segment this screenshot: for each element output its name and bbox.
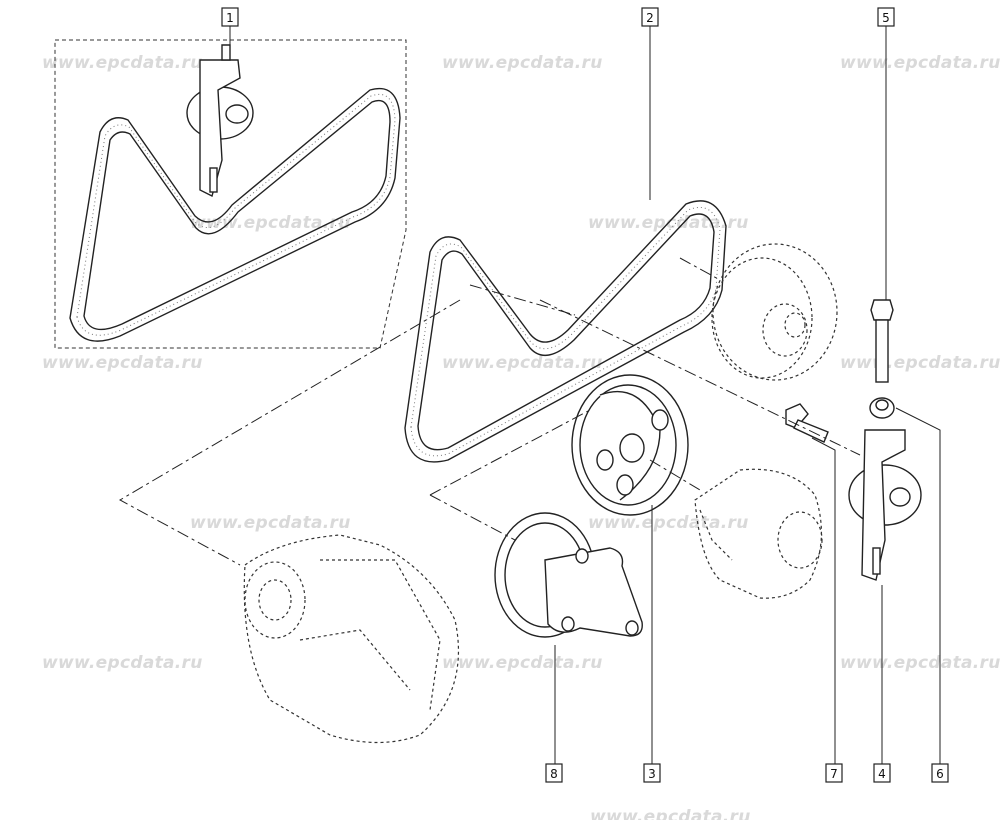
callout-7-label: 7 — [830, 767, 838, 781]
callout-4: 4 — [873, 763, 891, 783]
watermark: www.epcdata.ru — [442, 653, 603, 673]
callout-1: 1 — [221, 7, 239, 27]
inset-tensioner — [186, 44, 254, 198]
tensioner-assembly — [848, 429, 922, 581]
ghost-idler-pulley — [711, 243, 838, 381]
watermark: www.epcdata.ru — [442, 53, 603, 73]
callout-8: 8 — [545, 763, 563, 783]
callout-3-label: 3 — [648, 767, 656, 781]
water-pump-pulley — [494, 512, 643, 638]
bolt-7 — [785, 403, 829, 443]
leader-lines — [229, 26, 941, 765]
callout-2: 2 — [641, 7, 659, 27]
steering-pump-body — [694, 468, 823, 599]
inset-belt — [69, 87, 401, 342]
callout-6-label: 6 — [936, 767, 944, 781]
callout-4-label: 4 — [878, 767, 886, 781]
callout-3: 3 — [643, 763, 661, 783]
nut-6 — [869, 397, 895, 419]
watermark: www.epcdata.ru — [840, 353, 1000, 373]
main-belt — [404, 200, 727, 463]
callout-5-label: 5 — [882, 11, 890, 25]
bolt-5 — [870, 299, 894, 383]
watermark: www.epcdata.ru — [840, 53, 1000, 73]
watermark: www.epcdata.ru — [190, 213, 351, 233]
watermark: www.epcdata.ru — [442, 353, 603, 373]
callout-8-label: 8 — [550, 767, 558, 781]
watermark: www.epcdata.ru — [42, 53, 203, 73]
watermark: www.epcdata.ru — [588, 513, 749, 533]
watermark: www.epcdata.ru — [42, 653, 203, 673]
callout-1-label: 1 — [226, 11, 234, 25]
callout-2-label: 2 — [646, 11, 654, 25]
steering-pump-pulley — [571, 374, 689, 516]
watermark: www.epcdata.ru — [42, 353, 203, 373]
callout-5: 5 — [877, 7, 895, 27]
callout-7: 7 — [825, 763, 843, 783]
kit-inset-frame — [54, 39, 407, 349]
alternator — [243, 534, 460, 744]
watermark-layer: www.epcdata.ru www.epcdata.ru www.epcdat… — [42, 53, 1000, 820]
callout-6: 6 — [931, 763, 949, 783]
watermark: www.epcdata.ru — [190, 513, 351, 533]
projection-lines — [118, 257, 861, 566]
watermark: www.epcdata.ru — [840, 653, 1000, 673]
watermark: www.epcdata.ru — [590, 807, 751, 820]
